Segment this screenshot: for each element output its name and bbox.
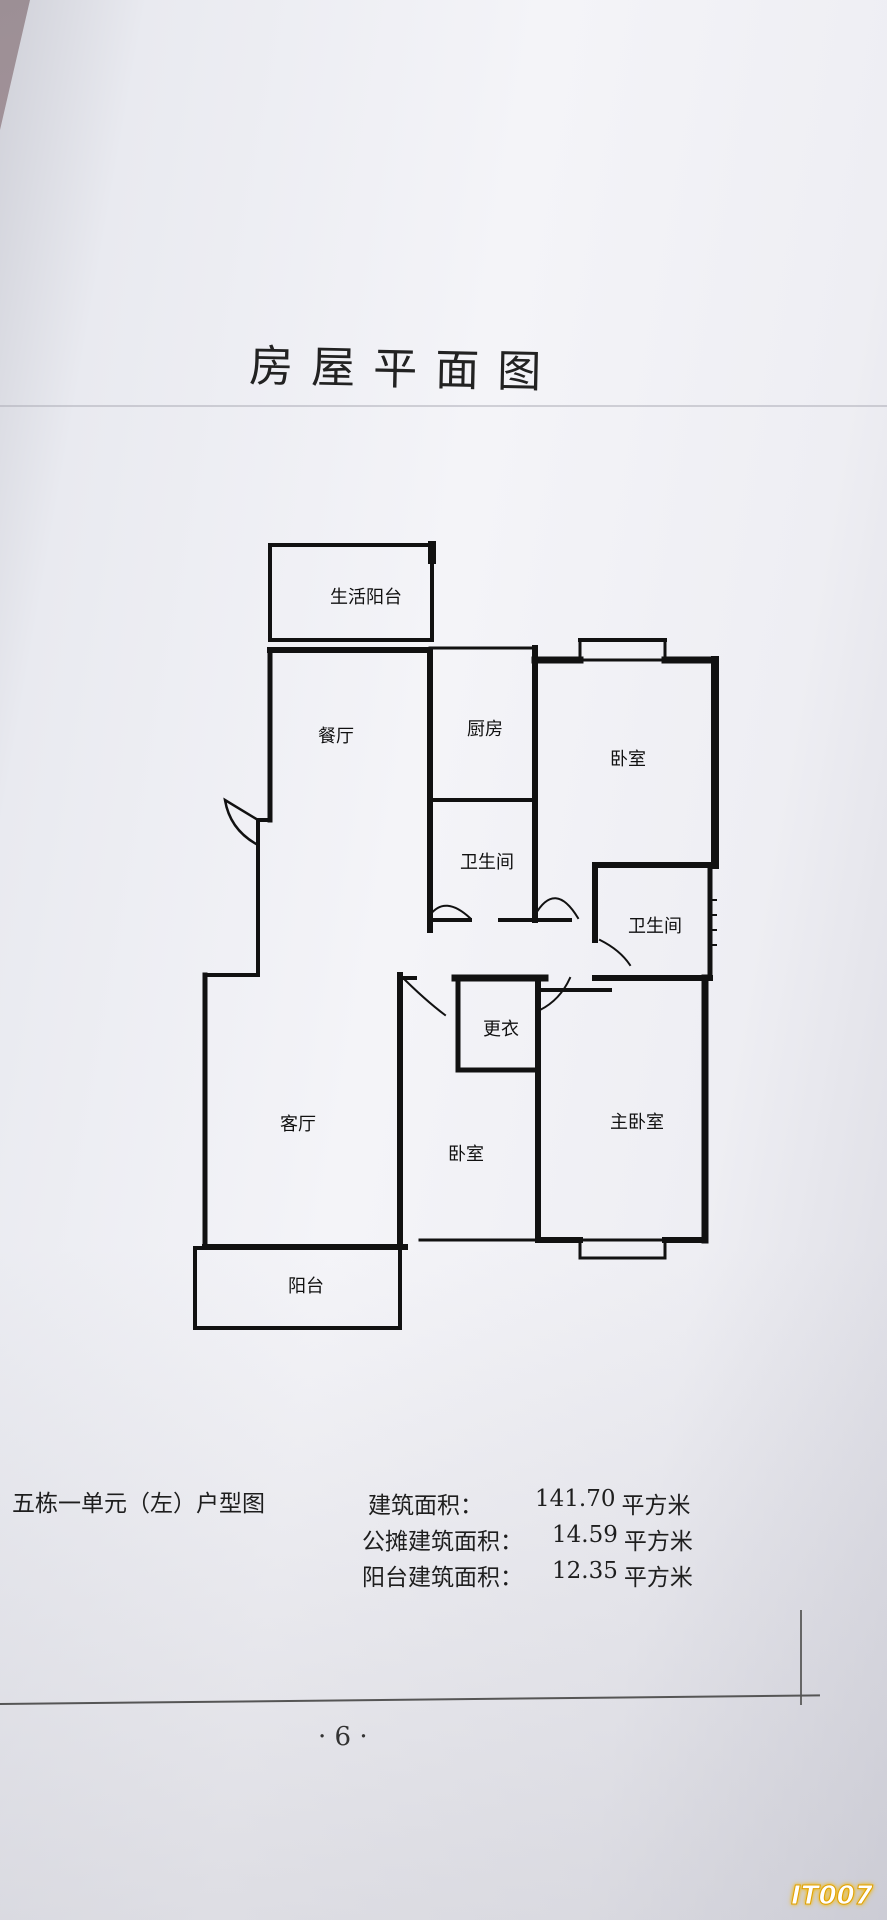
entry-door-swing	[223, 797, 260, 847]
area-value: 12.35	[552, 1558, 618, 1584]
area-unit: 平方米	[623, 1565, 693, 1591]
room-dressing: 更衣	[483, 1019, 519, 1040]
page-number: · 6 ·	[318, 1722, 368, 1752]
area-row-balcony: 阳台建筑面积： 12.35 平方米	[362, 1558, 693, 1592]
area-label: 阳台建筑面积：	[362, 1565, 523, 1591]
room-master-bedroom: 主卧室	[610, 1112, 664, 1133]
area-label: 建筑面积：	[368, 1493, 483, 1519]
utility-balcony-outline	[268, 543, 434, 642]
brand-watermark: IT007	[791, 1881, 874, 1912]
unit-description: 五栋一单元（左）户型图	[12, 1491, 265, 1517]
room-bedroom-1: 卧室	[610, 749, 646, 770]
room-dining: 餐厅	[318, 726, 354, 747]
room-balcony: 阳台	[288, 1276, 324, 1297]
room-bedroom-2: 卧室	[448, 1144, 484, 1165]
area-row-building: 建筑面积： 141.70 平方米	[368, 1486, 690, 1520]
area-label: 公摊建筑面积：	[362, 1529, 523, 1555]
room-bathroom-2: 卫生间	[628, 916, 682, 937]
area-row-shared: 公摊建筑面积： 14.59 平方米	[362, 1522, 693, 1556]
room-living: 客厅	[280, 1114, 316, 1135]
balcony-outline	[193, 1246, 402, 1330]
frame-vertical-line	[800, 1610, 802, 1705]
area-unit: 平方米	[621, 1493, 691, 1519]
area-unit: 平方米	[623, 1529, 693, 1555]
room-bathroom-1: 卫生间	[460, 852, 514, 873]
page-fold-line	[0, 405, 887, 407]
room-utility-balcony: 生活阳台	[330, 587, 402, 608]
area-value: 141.70	[535, 1486, 616, 1512]
area-value: 14.59	[552, 1522, 618, 1548]
room-kitchen: 厨房	[467, 719, 503, 740]
